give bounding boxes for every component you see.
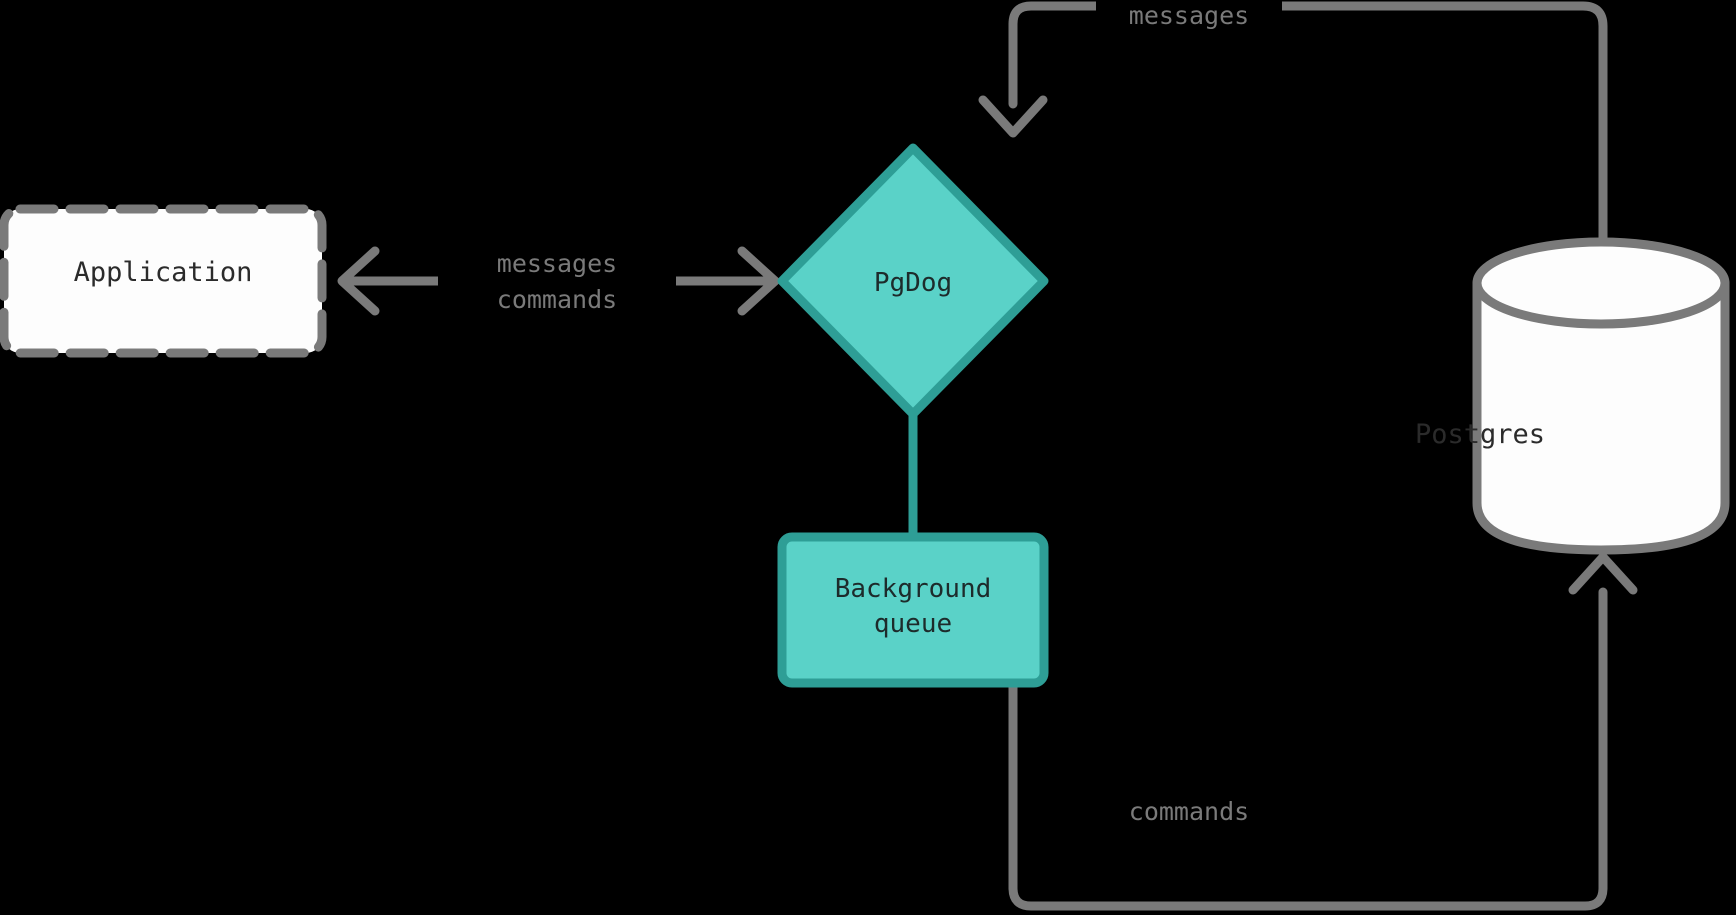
postgres-body-fill	[1477, 283, 1725, 550]
arrowhead-down-into-pgdog	[978, 95, 1048, 138]
edge-queue-to-postgres-line	[1008, 587, 1608, 911]
postgres-top-ellipse	[1472, 237, 1730, 329]
edge-queue-to-postgres	[1008, 552, 1638, 911]
arrowhead-left-into-application	[337, 246, 380, 316]
edge-application-to-pgdog	[337, 246, 780, 316]
arrowhead-right-into-pgdog	[737, 246, 780, 316]
postgres-body-outline	[1472, 278, 1730, 555]
postgres-top-fill	[1477, 242, 1725, 324]
edge-postgres-to-pgdog-line	[1008, 1, 1608, 270]
edge-postgres-to-pgdog	[978, 1, 1608, 270]
node-postgres[interactable]	[1472, 237, 1730, 555]
node-background-queue[interactable]	[777, 532, 1049, 688]
arrowhead-up-into-postgres	[1568, 552, 1638, 595]
node-pgdog[interactable]	[777, 143, 1049, 419]
node-application[interactable]	[0, 204, 327, 358]
